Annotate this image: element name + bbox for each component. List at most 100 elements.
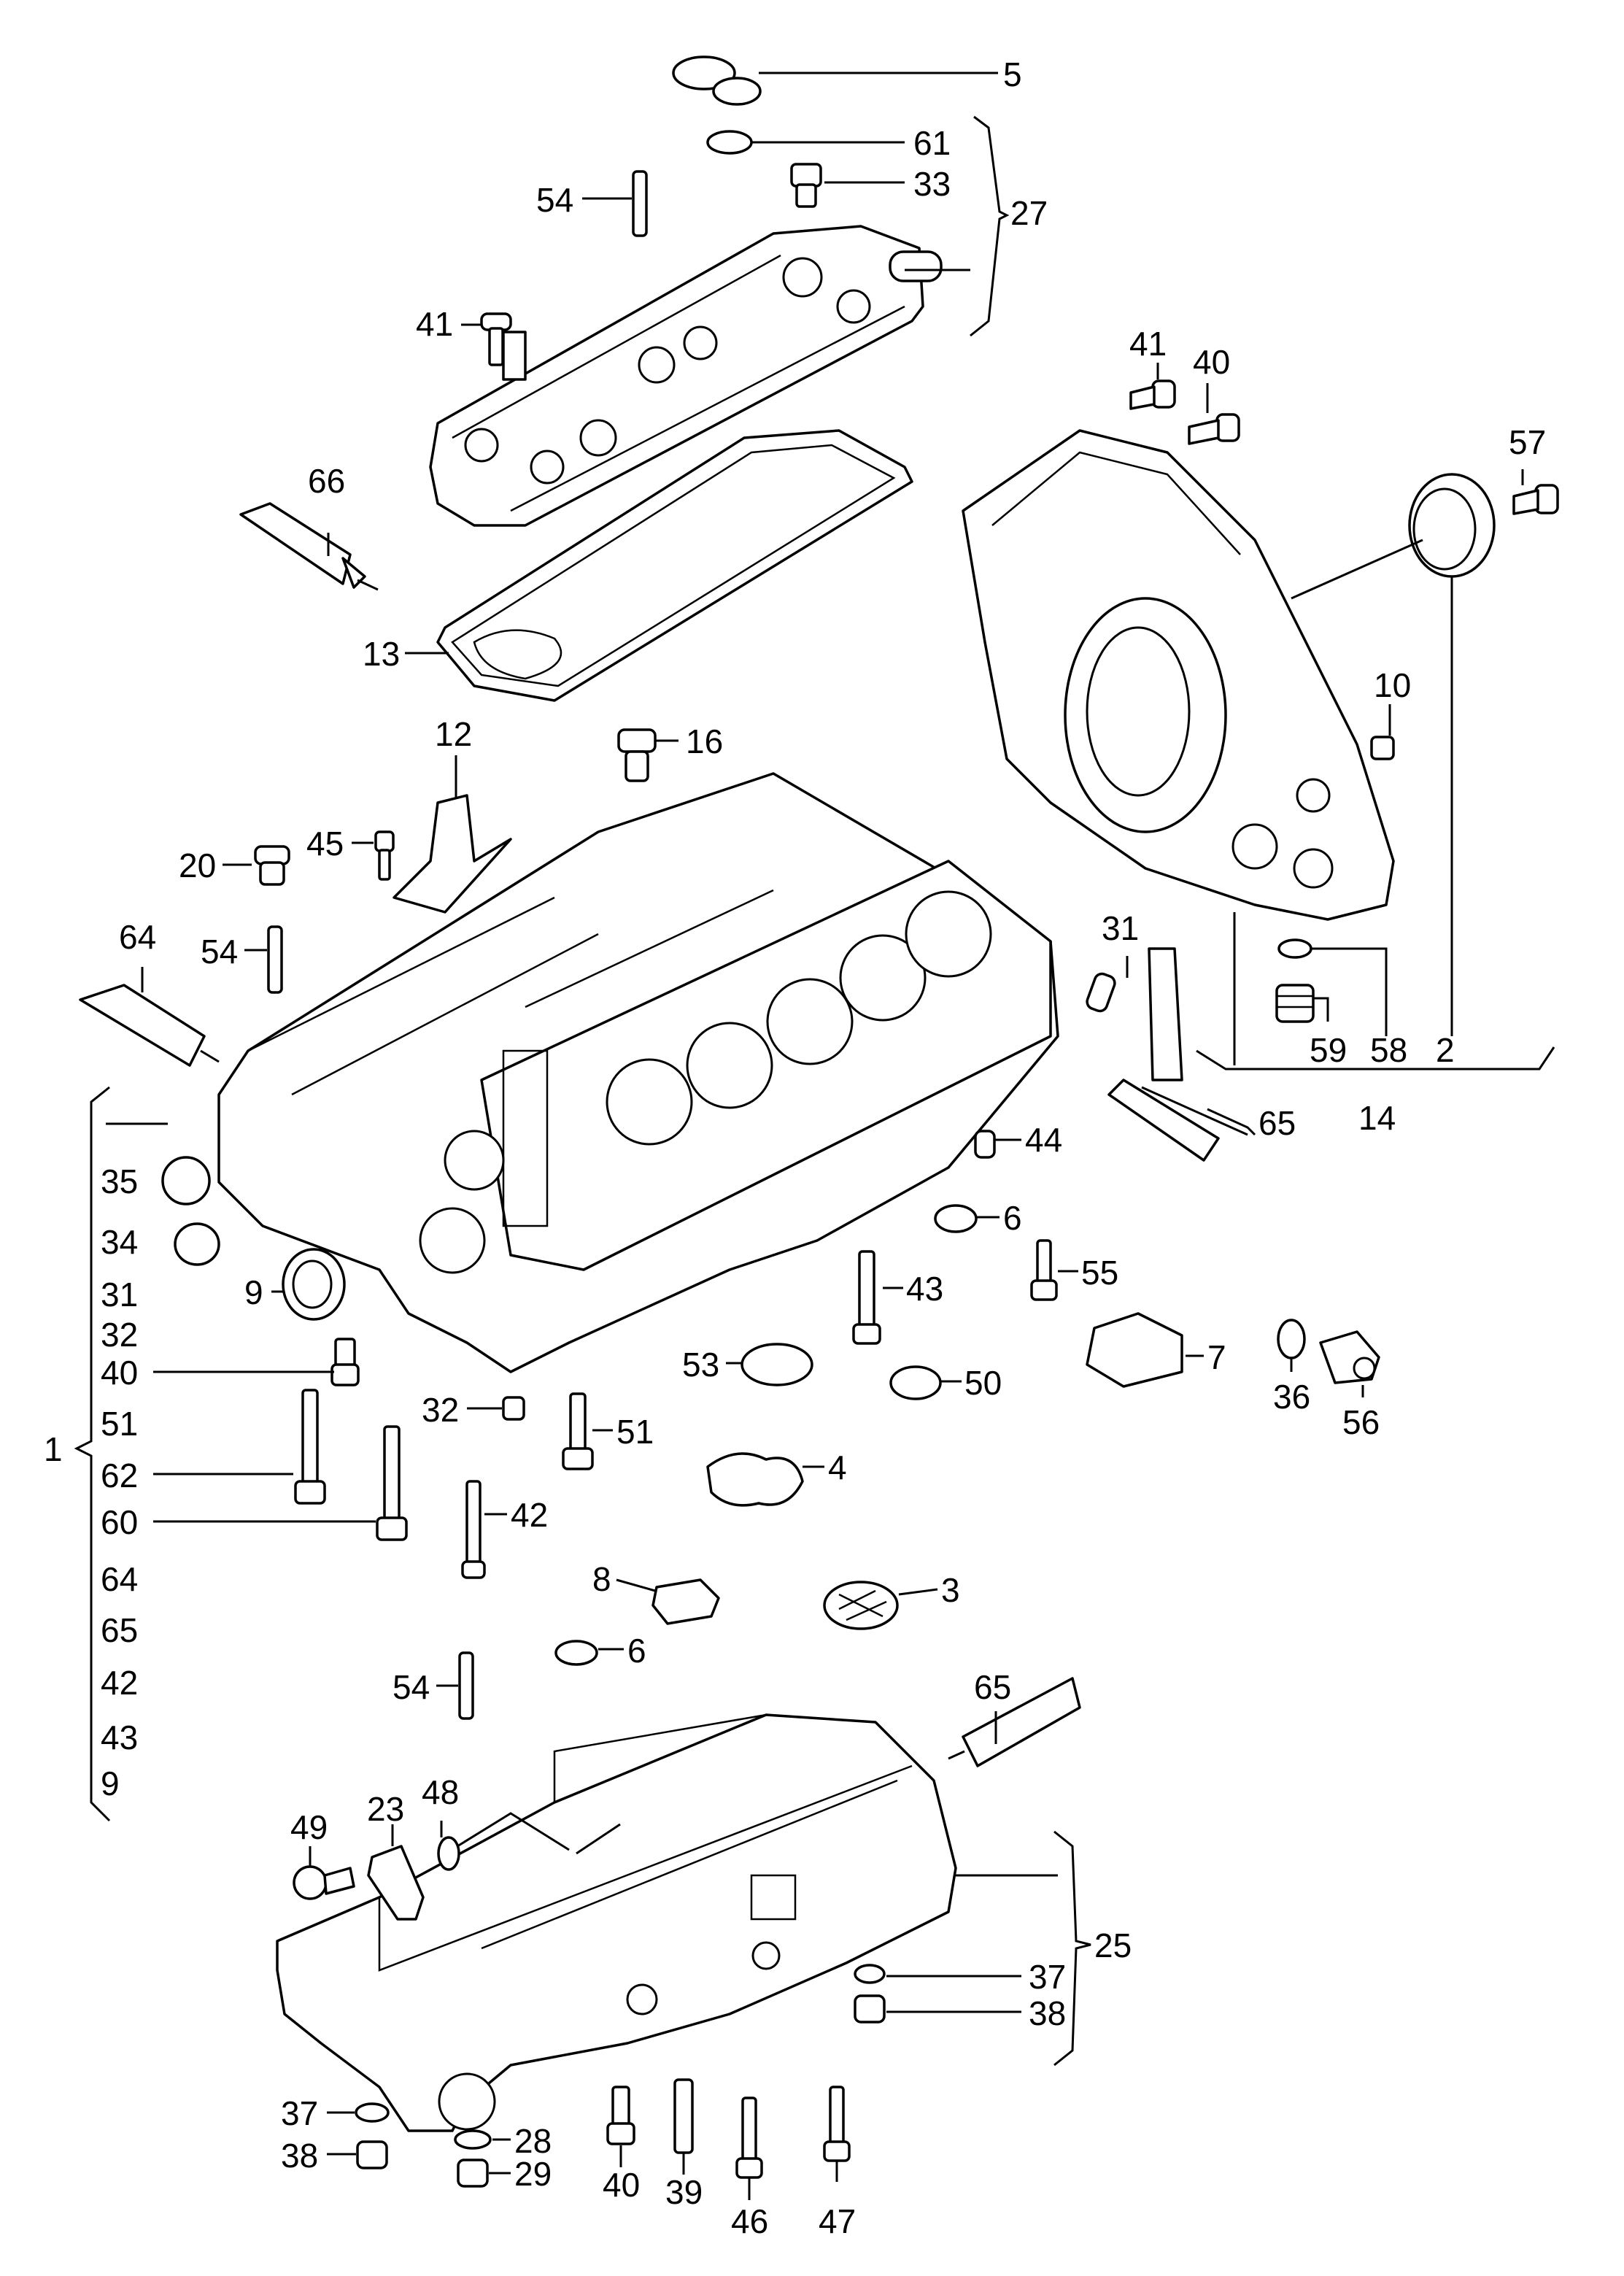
sealant-tube-65-right (1107, 947, 1220, 1162)
plug-29 (457, 2159, 489, 2188)
stud-54-top (632, 170, 648, 237)
plug-33 (790, 163, 822, 208)
cap-34 (174, 1222, 220, 1266)
callout-5: 5 (1003, 55, 1022, 93)
assembly-list-9: 9 (101, 1764, 120, 1802)
brackets (74, 115, 1555, 2067)
callout-29: 29 (514, 2155, 552, 2193)
callout-4: 4 (828, 1448, 847, 1486)
callout-40-lower: 40 (603, 2166, 640, 2204)
callout-44: 44 (1025, 1121, 1062, 1159)
callout-55: 55 (1081, 1254, 1118, 1292)
plug-59 (1275, 984, 1315, 1023)
callout-61: 61 (913, 124, 951, 162)
callout-57: 57 (1509, 423, 1546, 461)
o-ring-36 (1277, 1319, 1306, 1359)
callout-9: 9 (244, 1273, 263, 1311)
callout-38-left: 38 (281, 2137, 318, 2175)
seal-9 (282, 1248, 346, 1321)
bolt-40-lower (606, 2086, 635, 2145)
gasket-7 (1086, 1312, 1183, 1388)
bolt-43 (852, 1250, 881, 1345)
callout-50: 50 (964, 1364, 1002, 1402)
callout-47: 47 (819, 2202, 856, 2240)
o-ring-53 (741, 1343, 813, 1386)
callout-25: 25 (1094, 1926, 1132, 1964)
callout-39: 39 (665, 2173, 703, 2211)
callout-16: 16 (686, 722, 723, 760)
callout-3: 3 (941, 1571, 960, 1609)
callout-51: 51 (616, 1413, 654, 1451)
callout-20: 20 (179, 846, 216, 884)
o-ring-6-upper (934, 1204, 978, 1233)
cap-35 (161, 1156, 211, 1205)
callout-40-cover: 40 (1193, 343, 1230, 381)
o-ring-5 (672, 55, 762, 106)
bolt-62 (294, 1389, 326, 1505)
crankshaft-seal-2 (1408, 473, 1496, 578)
callout-56: 56 (1342, 1403, 1380, 1441)
assembly-list-35: 35 (101, 1162, 138, 1200)
cylinder-block (217, 772, 1059, 1373)
assembly-list-51: 51 (101, 1405, 138, 1443)
washer-37-right (854, 1964, 886, 1984)
callout-7: 7 (1207, 1338, 1226, 1376)
callout-32: 32 (422, 1391, 459, 1429)
callout-37-left: 37 (281, 2094, 318, 2132)
washer-28 (454, 2129, 492, 2150)
callout-54-mid: 54 (201, 933, 238, 971)
lower-crankcase (276, 1713, 957, 2132)
callout-66: 66 (308, 462, 345, 500)
callout-27: 27 (1010, 194, 1048, 232)
bolt-45 (374, 830, 395, 881)
assembly-list-65: 65 (101, 1611, 138, 1649)
o-ring-48 (437, 1836, 460, 1871)
callout-64: 64 (119, 918, 156, 956)
callout-1: 1 (44, 1430, 63, 1468)
bolt-57 (1512, 484, 1559, 515)
assembly-list-62: 62 (101, 1457, 138, 1494)
bolt-47 (823, 2086, 851, 2162)
assembly-list-42: 42 (101, 1664, 138, 1702)
o-ring-50 (889, 1365, 942, 1400)
stud-54-mid (267, 925, 283, 994)
bolt-40-left (330, 1338, 360, 1386)
assembly-list-40: 40 (101, 1354, 138, 1392)
gasket-8 (651, 1578, 720, 1625)
oil-cooler-gasket (436, 429, 913, 702)
plug-38-right (854, 1994, 886, 2024)
rear-cover (962, 429, 1395, 921)
callout-10: 10 (1374, 666, 1411, 704)
bolt-41-cover (1129, 379, 1176, 410)
callout-58: 58 (1370, 1031, 1407, 1069)
o-ring-58 (1277, 938, 1312, 959)
callout-53: 53 (682, 1346, 719, 1384)
gasket-4 (706, 1452, 804, 1507)
strainer-3 (823, 1581, 899, 1630)
leader-lines (106, 72, 1524, 2200)
stud-39 (673, 2078, 694, 2154)
sealant-tube-66 (239, 502, 379, 591)
assembly-list-60: 60 (101, 1503, 138, 1541)
bolt-41-top (480, 312, 512, 366)
assembly-list-31: 31 (101, 1276, 138, 1313)
callout-23: 23 (367, 1790, 404, 1828)
callout-2: 2 (1436, 1031, 1455, 1069)
callout-28: 28 (514, 2122, 552, 2160)
sealant-tube-65-lower (948, 1677, 1081, 1767)
callout-54-lower: 54 (393, 1668, 430, 1706)
washer-37-left (355, 2102, 390, 2123)
bolt-55 (1030, 1239, 1058, 1301)
callout-13: 13 (363, 635, 400, 673)
callout-6-upper: 6 (1003, 1199, 1022, 1237)
plug-56 (1319, 1330, 1380, 1384)
assembly-list-32: 32 (101, 1316, 138, 1354)
dowel-10 (1370, 736, 1395, 760)
plug-38-left (356, 2140, 388, 2169)
assembly-list-64: 64 (101, 1560, 138, 1598)
assembly-list-34: 34 (101, 1223, 138, 1261)
plug-16 (617, 728, 657, 782)
oil-cooler-module (429, 225, 943, 527)
callout-14: 14 (1358, 1099, 1396, 1137)
cover-23 (367, 1845, 425, 1921)
